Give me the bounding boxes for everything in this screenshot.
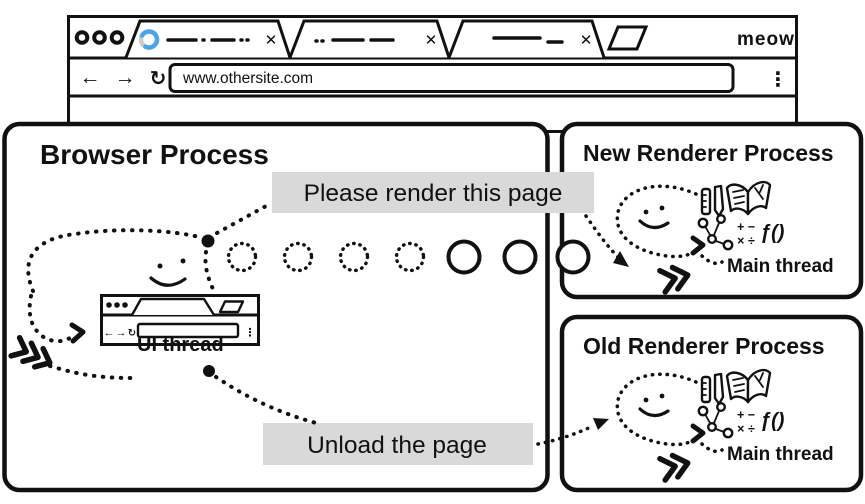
mini-refresh-icon: ↻ (128, 328, 136, 339)
task-circle-row (226, 239, 591, 275)
brand-text: meow (737, 29, 795, 50)
new-tab-button[interactable] (606, 25, 649, 51)
tab-loading[interactable]: ✕ (124, 19, 292, 59)
mini-browser-illustration: ← → ↻ ⋮ (100, 294, 260, 346)
message-render-text: Please render this page (304, 180, 563, 207)
window-controls (74, 30, 125, 45)
window-control-button[interactable] (109, 30, 125, 45)
tab-shape[interactable] (124, 19, 292, 59)
dom-tree-icon (697, 401, 734, 439)
ui-thread-doodle: ← → ↻ ⋮ UI thread (8, 204, 322, 426)
motion-trail (700, 254, 724, 266)
ui-thread-loop (26, 228, 205, 293)
ui-thread-label: UI thread (137, 334, 224, 356)
loop-arrowhead-icon (690, 423, 706, 444)
renderer-smiley (638, 393, 670, 418)
loop-arrowhead-icon (69, 322, 86, 344)
ruler-pencil-icon (700, 184, 725, 218)
queued-task-circle (226, 241, 258, 273)
motion-dot (201, 234, 215, 248)
back-icon[interactable]: ← (80, 66, 101, 89)
mini-back-icon: ← (104, 327, 115, 339)
motion-trail (700, 442, 724, 454)
tab-title-scribble (314, 38, 395, 43)
window-control-button[interactable] (74, 30, 90, 45)
message-unload-label: Unload the page (263, 423, 533, 465)
new-renderer-process-title: New Renderer Process (583, 140, 834, 166)
renderer-chevrons-icon (657, 452, 691, 483)
svg-text:+ −: + − (737, 220, 755, 234)
renderer-chevrons-icon (657, 264, 691, 295)
svg-text:+ −: + − (737, 408, 755, 422)
url-input[interactable] (168, 63, 735, 93)
active-task-circle (502, 239, 538, 275)
arrowhead-old-renderer (593, 418, 609, 430)
old-renderer-process-title: Old Renderer Process (583, 333, 825, 359)
active-task-circle (555, 239, 591, 275)
ruler-pencil-icon (700, 372, 725, 406)
speed-chevrons-icon (8, 334, 53, 370)
ui-thread-loop (27, 294, 75, 344)
loading-spinner-icon (138, 29, 160, 50)
main-thread-loop (615, 184, 701, 259)
book-icon (725, 368, 772, 404)
main-thread-label: Main thread (727, 256, 834, 277)
close-icon[interactable]: ✕ (425, 32, 438, 49)
message-render-label: Please render this page (272, 172, 594, 213)
old-renderer-process-box (559, 314, 864, 493)
message-render-label-bg (272, 172, 594, 213)
browser-window: ✕ ✕ ✕ meow ← → ↻ www.othersite.com ⋮ (67, 15, 798, 133)
mini-forward-icon: → (116, 327, 127, 339)
math-symbols-icon: + − × ÷ (737, 220, 755, 248)
message-unload-label-bg (263, 423, 533, 465)
motion-trail (48, 364, 134, 380)
queued-task-circle (394, 241, 426, 273)
main-thread-label: Main thread (727, 444, 834, 465)
dom-tree-icon (697, 213, 734, 251)
tab-3[interactable]: ✕ (447, 19, 606, 59)
motion-dot (203, 365, 215, 377)
svg-text:× ÷: × ÷ (737, 422, 755, 436)
old-renderer-doodle: + − × ÷ ƒ() Main thread (615, 368, 834, 483)
book-icon (725, 180, 772, 216)
dotted-connector-to-new-renderer (584, 214, 620, 259)
math-symbols-icon: + − × ÷ (737, 408, 755, 436)
dotted-connector-to-old-renderer (536, 424, 595, 446)
active-task-circle (446, 239, 482, 275)
new-renderer-doodle: + − × ÷ ƒ() Main thread (615, 180, 834, 295)
navigation-toolbar: ← → ↻ www.othersite.com ⋮ (80, 63, 788, 93)
browser-process-box (2, 121, 550, 493)
menu-dots-icon[interactable]: ⋮ (768, 69, 788, 91)
function-icon: ƒ() (760, 222, 785, 244)
close-icon[interactable]: ✕ (265, 32, 278, 49)
queued-task-circle (282, 241, 314, 273)
tab-2[interactable]: ✕ (288, 19, 451, 59)
url-text: www.othersite.com (182, 70, 313, 87)
mini-menu-dots-icon: ⋮ (245, 327, 256, 339)
tab-title-scribble (492, 36, 564, 44)
loop-arrowhead-icon (690, 235, 706, 256)
close-icon[interactable]: ✕ (580, 32, 593, 49)
queued-task-circle (338, 241, 370, 273)
main-thread-loop (615, 372, 701, 447)
ui-thread-smiley (149, 258, 187, 287)
function-icon: ƒ() (760, 410, 785, 432)
renderer-smiley (638, 205, 670, 230)
forward-icon[interactable]: → (115, 66, 136, 89)
window-control-button[interactable] (92, 30, 107, 45)
svg-text:× ÷: × ÷ (737, 234, 755, 248)
arrowhead-new-renderer (613, 251, 629, 267)
refresh-icon[interactable]: ↻ (150, 68, 167, 90)
browser-process-title: Browser Process (40, 139, 269, 170)
dotted-connector (203, 250, 216, 293)
message-unload-text: Unload the page (307, 432, 487, 459)
dotted-connector-render (215, 204, 268, 235)
